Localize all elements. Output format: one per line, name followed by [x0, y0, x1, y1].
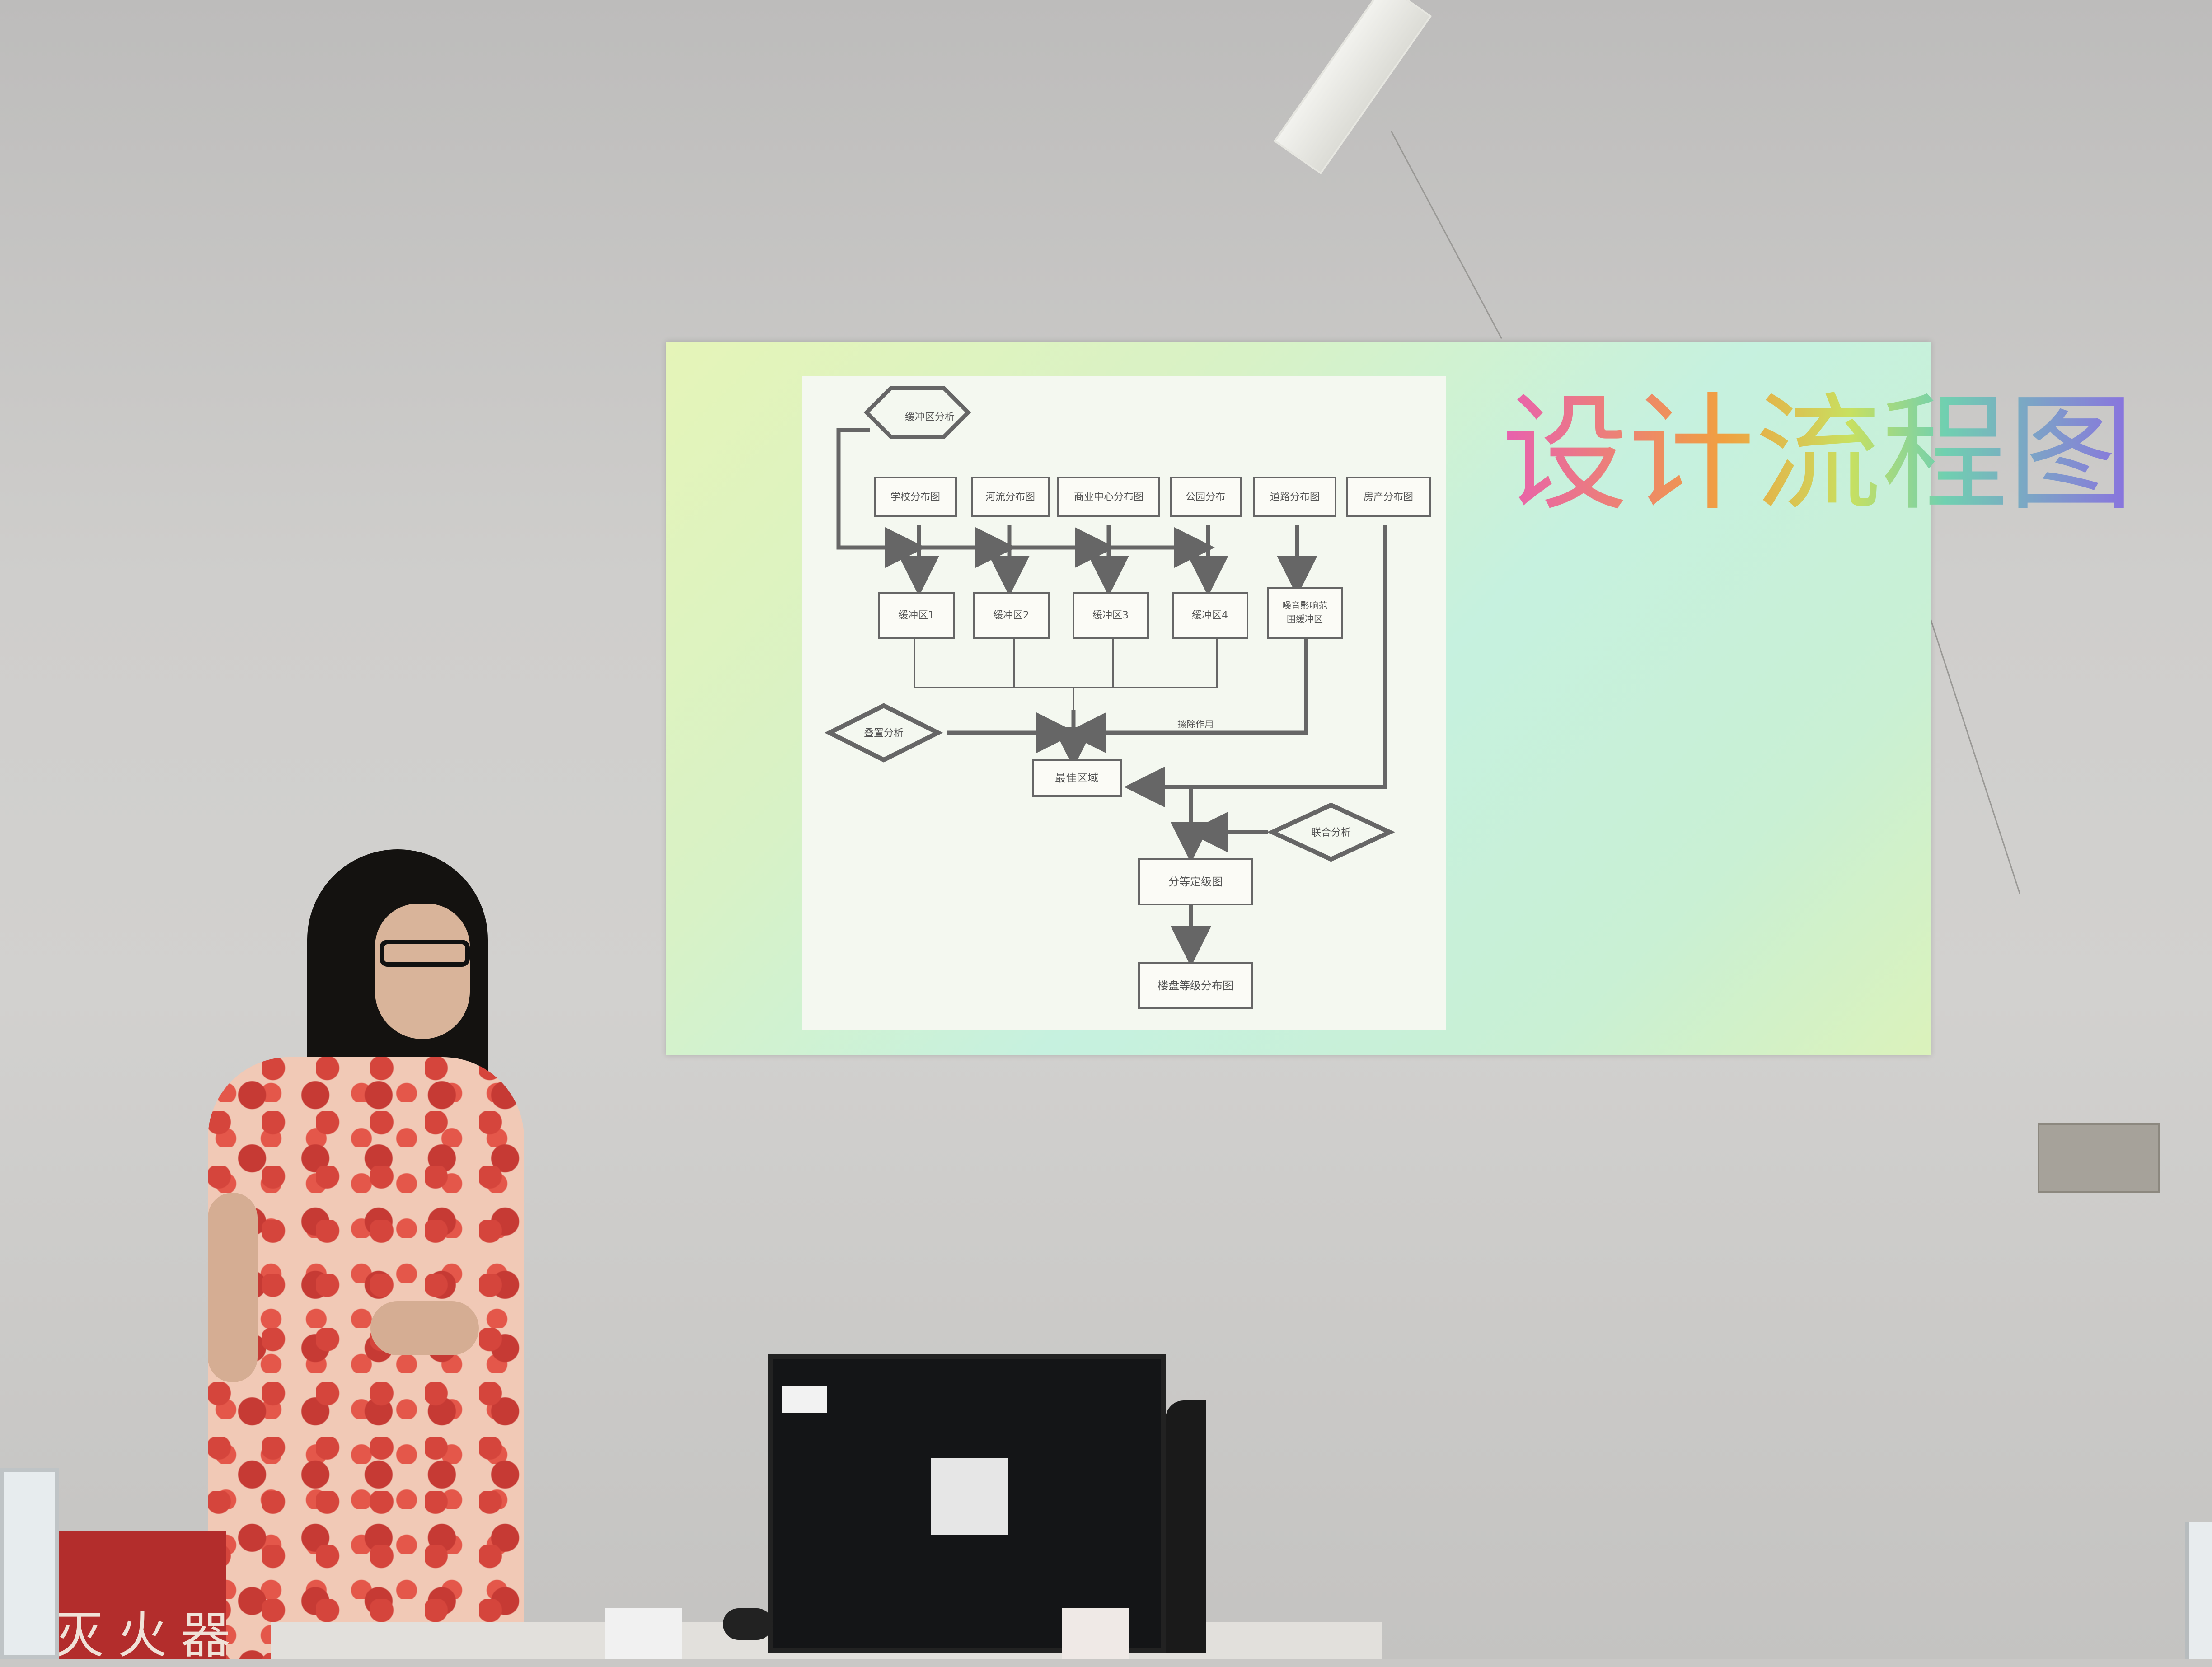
node-noise-line1: 噪音影响范 [1282, 600, 1327, 611]
diamond-overlay-analysis: 叠置分析 [824, 703, 943, 763]
node-final-map: 楼盘等级分布图 [1158, 979, 1233, 992]
computer-mouse [723, 1608, 773, 1640]
computer-monitor-back [768, 1354, 1166, 1653]
node-buffer1: 缓冲区1 [898, 610, 934, 621]
node-best-area: 最佳区域 [1055, 772, 1098, 784]
node-park: 公园分布 [1186, 492, 1225, 503]
design-flowchart: 缓冲区分析 学校分布图 河流分布图 商业中心分布图 公 [824, 386, 1431, 1009]
extinguisher-label: 灭火器 [54, 1606, 244, 1664]
diamond-buffer-analysis: 缓冲区分析 [863, 386, 971, 439]
office-chair [1166, 1400, 1206, 1653]
node-label: 缓冲区分析 [905, 412, 955, 423]
fire-extinguisher-box: 灭火器 [50, 1531, 230, 1664]
small-box [1062, 1608, 1129, 1659]
glasses [380, 940, 470, 967]
paper-cup-box [605, 1608, 682, 1659]
node-commercial: 商业中心分布图 [1074, 492, 1143, 503]
floral-dress [208, 1057, 524, 1659]
side-monitor-left [0, 1468, 59, 1659]
node-buffer3: 缓冲区3 [1092, 610, 1129, 621]
node-buffer4: 缓冲区4 [1192, 610, 1228, 621]
node-school: 学校分布图 [890, 492, 940, 503]
asset-tag [782, 1386, 827, 1413]
flowchart-panel: 缓冲区分析 学校分布图 河流分布图 商业中心分布图 公 [802, 376, 1446, 1030]
presenter [199, 849, 542, 1659]
projected-slide: 缓冲区分析 学校分布图 河流分布图 商业中心分布图 公 [666, 342, 2134, 1055]
flow-arrows [836, 428, 1387, 967]
node-label: 联合分析 [1311, 827, 1351, 838]
hands [370, 1301, 479, 1355]
node-river: 河流分布图 [985, 492, 1035, 503]
slide-title: 设计流程图 [1502, 381, 2134, 528]
edge-label-erase: 擦除作用 [1177, 719, 1214, 730]
monitor-sticker [931, 1458, 1008, 1535]
presenter-face [375, 904, 470, 1039]
node-graded-map: 分等定级图 [1168, 876, 1223, 888]
side-monitor-right [2185, 1522, 2212, 1659]
node-noise-line2: 围缓冲区 [1287, 613, 1323, 624]
node-property: 房产分布图 [1364, 492, 1413, 503]
node-label: 叠置分析 [864, 728, 904, 739]
left-arm [208, 1193, 258, 1382]
diamond-join-analysis: 联合分析 [1267, 802, 1395, 862]
node-buffer2: 缓冲区2 [993, 610, 1029, 621]
wall-socket-plate [2038, 1123, 2160, 1193]
node-road: 道路分布图 [1270, 492, 1320, 503]
